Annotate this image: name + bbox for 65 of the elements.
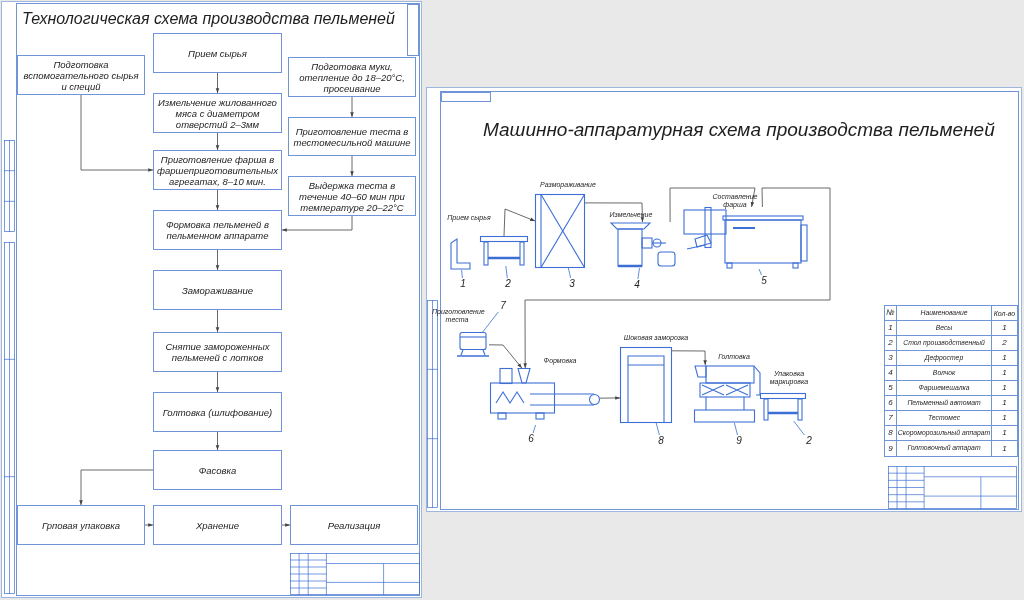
process-box: Формовка пельменей в пельменном аппарате xyxy=(153,210,282,250)
leader-line xyxy=(568,267,571,279)
freezer-drawing xyxy=(620,347,672,423)
callout-number: 7 xyxy=(498,300,508,312)
leader-line xyxy=(505,265,508,279)
process-box: Фасовка xyxy=(153,450,282,490)
leader-line xyxy=(793,420,805,436)
callout-number: 5 xyxy=(759,275,769,287)
process-box: Голтовка (шлифование) xyxy=(153,392,282,432)
dough-mixer-drawing xyxy=(457,332,489,357)
table-cell-text: 1 xyxy=(1001,427,1008,439)
process-box: Приготовление фарша в фаршеприготовительных агрегатах, 8–10 мин. xyxy=(153,150,282,190)
leader-line xyxy=(655,422,660,436)
sheet-heading: Машинно-аппаратурная схема производства пельменей xyxy=(483,118,995,142)
table-cell-text: 1 xyxy=(1001,412,1008,424)
diagram-title: Технологическая схема производства пельменей xyxy=(22,9,395,29)
mixer-drawing xyxy=(683,207,809,269)
callout-number: 8 xyxy=(656,435,666,447)
process-box: Выдержка теста в течение 40–60 мин при температуре 20–22°С xyxy=(288,176,416,216)
table-cell-text: 1 xyxy=(1001,382,1008,394)
process-box: Подготовка вспомогательного сырья и специй xyxy=(17,55,145,95)
callout-number: 1 xyxy=(458,278,468,290)
callout-number: 2 xyxy=(804,435,814,447)
table-cell-text: 1 xyxy=(1001,367,1008,379)
process-box: Реализация xyxy=(290,505,418,545)
process-box: Хранение xyxy=(153,505,282,545)
table-cell: 3 xyxy=(885,351,897,365)
table-header-cell: № xyxy=(885,306,897,320)
table-cell: 7 xyxy=(885,411,897,425)
table-cell: 1 xyxy=(885,321,897,335)
callout-number: 2 xyxy=(503,278,513,290)
table-cell-text: 1 xyxy=(1001,442,1008,455)
table-cell: 6 xyxy=(885,396,897,410)
scale-drawing xyxy=(448,238,472,270)
callout-number: 3 xyxy=(567,278,577,290)
table-cell: 5 xyxy=(885,381,897,395)
callout-number: 6 xyxy=(526,433,536,445)
process-box: Грповая упаковка xyxy=(17,505,145,545)
leader-line xyxy=(532,424,536,434)
table-cell: 9 xyxy=(885,441,897,456)
leader-line xyxy=(637,267,640,280)
tumbler-drawing xyxy=(694,365,760,423)
table-drawing xyxy=(480,236,528,266)
process-box: Снятие замороженных пельменей с лотков xyxy=(153,332,282,372)
table-cell-text: 2 xyxy=(1001,337,1008,349)
process-box: Прием сырья xyxy=(153,33,282,73)
leader-line xyxy=(482,311,499,333)
meat-grinder-drawing xyxy=(610,222,676,268)
callout-number: 9 xyxy=(734,435,744,447)
process-box: Замораживание xyxy=(153,270,282,310)
table-drawing xyxy=(760,393,806,421)
table-cell: 4 xyxy=(885,366,897,380)
table-cell: 8 xyxy=(885,426,897,440)
table-cell-text: 1 xyxy=(1001,352,1008,364)
process-box: Измельчение жилованного мяса с диаметром отверстий 2–3мм xyxy=(153,93,282,133)
leader-line xyxy=(734,422,738,436)
callout-number: 4 xyxy=(632,279,642,291)
leader-line xyxy=(461,269,463,279)
process-box: Приготовление теста в тестомесильной машине xyxy=(288,117,416,156)
leader-line xyxy=(758,268,762,276)
process-box: Подготовка муки, отепление до 18–20°С, просеивание xyxy=(288,57,416,97)
table-cell-text: 1 xyxy=(1001,397,1008,409)
table-cell-text: 1 xyxy=(1001,322,1008,334)
table-cell: 2 xyxy=(885,336,897,350)
defroster-drawing xyxy=(535,194,585,268)
